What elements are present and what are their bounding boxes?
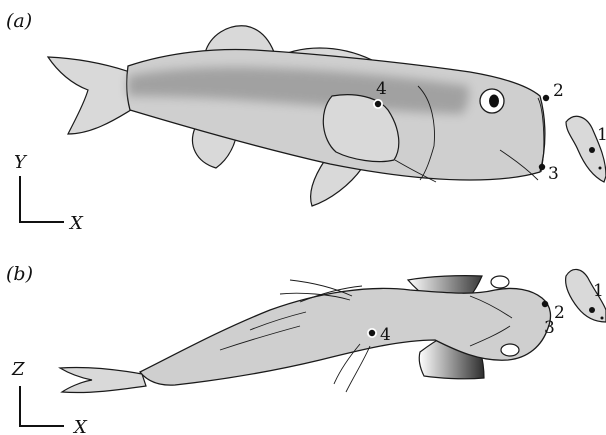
pupil (489, 95, 499, 108)
axis-x-label: X (68, 213, 84, 234)
marker-label: 1 (597, 125, 606, 145)
panel-b: (b) (6, 263, 606, 435)
caudal-fin-top (60, 367, 146, 392)
axis-lines (20, 176, 64, 222)
marker-1-a: 1 (597, 125, 606, 145)
axis-lines (20, 386, 64, 426)
fish-side-view (48, 26, 545, 206)
fish-body-top (140, 288, 550, 385)
prey-dot-small (599, 167, 602, 170)
marker-2-a: 2 (543, 81, 564, 101)
axis-z-label: Z (11, 359, 25, 380)
prey-dot (589, 307, 595, 313)
marker-1-b: 1 (593, 281, 604, 301)
marker-label: 4 (380, 325, 391, 345)
fish-top-view (60, 276, 550, 393)
eye-top (491, 276, 509, 288)
marker-label: 2 (553, 81, 564, 101)
panel-a: (a) (6, 10, 606, 234)
axis-y-label: Y (14, 152, 28, 173)
caudal-fin (48, 57, 134, 134)
marker-label: 3 (544, 318, 555, 338)
panel-b-label: (b) (6, 263, 33, 285)
marker-label: 3 (548, 164, 559, 184)
marker-3-a: 3 (539, 164, 559, 184)
marker-label: 2 (554, 303, 565, 323)
marker-label: 4 (376, 79, 387, 99)
panel-a-label: (a) (6, 10, 32, 32)
eye-bottom (501, 344, 519, 356)
prey-dot (589, 147, 595, 153)
marker-3-b: 3 (544, 318, 555, 338)
axis-x-label: X (72, 417, 88, 435)
marker-label: 1 (593, 281, 604, 301)
prey-dot-small (601, 317, 604, 320)
axis-indicator-a: Y X (14, 152, 84, 234)
